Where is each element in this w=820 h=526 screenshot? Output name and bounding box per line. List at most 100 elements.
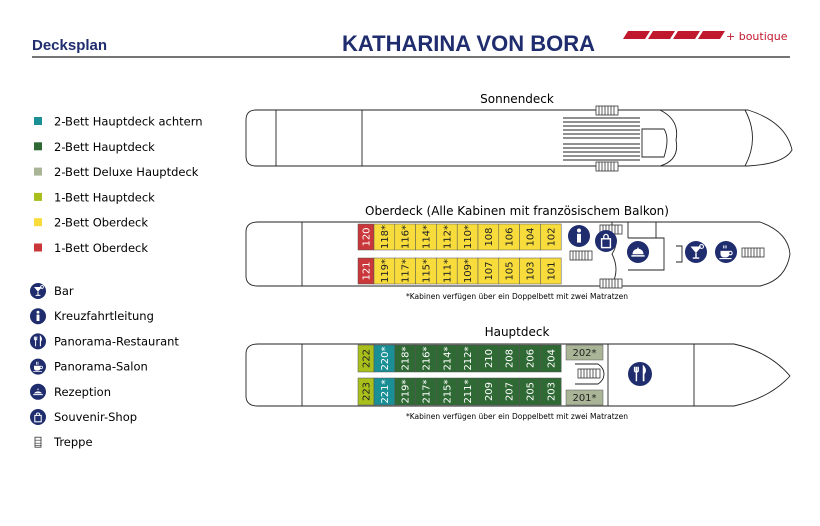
- cabin[interactable]: 112*: [436, 223, 458, 251]
- cabin-box: [540, 344, 562, 373]
- cabin[interactable]: 107: [477, 257, 500, 285]
- cabin[interactable]: 221*: [373, 377, 396, 406]
- cabin-number: 222: [362, 349, 373, 368]
- cabin[interactable]: 120: [357, 223, 375, 251]
- cabin[interactable]: 106: [498, 223, 520, 251]
- legend-item: 1-Bett Oberdeck: [34, 241, 148, 255]
- cabin-number: 119*: [380, 259, 391, 283]
- cabin[interactable]: 203: [540, 377, 562, 406]
- cabin[interactable]: 217*: [415, 377, 437, 406]
- cabin[interactable]: 223: [357, 377, 375, 406]
- shopping-bag-icon: [595, 230, 617, 252]
- cabin[interactable]: 218*: [394, 344, 416, 373]
- cabin[interactable]: 220*: [373, 344, 396, 373]
- legend-label: Panorama-Salon: [54, 360, 148, 374]
- cabin-number: 103: [526, 261, 537, 280]
- cabin-number: 116*: [401, 225, 412, 249]
- cabin-number: 205: [526, 382, 537, 401]
- cabin-number: 111*: [442, 259, 453, 283]
- cabin[interactable]: 214*: [436, 344, 458, 373]
- legend-label: Treppe: [53, 435, 93, 449]
- cabin[interactable]: 208: [498, 344, 520, 373]
- cabin[interactable]: 202*: [565, 344, 604, 361]
- cabin[interactable]: 103: [519, 257, 541, 285]
- cabin[interactable]: 117*: [394, 257, 416, 285]
- stairs-icon: [595, 161, 619, 172]
- cabin-number: 101: [546, 261, 557, 280]
- cabin[interactable]: 110*: [456, 223, 479, 251]
- cabin[interactable]: 205: [519, 377, 541, 406]
- cabin-number: 112*: [442, 225, 453, 249]
- cabin[interactable]: 211*: [456, 377, 479, 406]
- cabin[interactable]: 209: [477, 377, 500, 406]
- legend-swatch: [34, 167, 42, 176]
- reception-bell-icon: [30, 383, 46, 400]
- legend-item: 2-Bett Hauptdeck: [34, 140, 155, 154]
- cabin[interactable]: 216*: [415, 344, 437, 373]
- cabin[interactable]: 116*: [394, 223, 416, 251]
- brand-suffix: + boutique: [726, 30, 788, 43]
- cabin-box: [565, 344, 604, 361]
- legend-categories: 2-Bett Hauptdeck achtern 2-Bett Hauptdeck…: [34, 115, 203, 255]
- cabin-number: 120: [362, 227, 373, 246]
- cabin[interactable]: 222: [357, 344, 375, 373]
- reception-bell-icon: [627, 241, 649, 263]
- cabin[interactable]: 118*: [373, 223, 396, 251]
- cabin[interactable]: 215*: [436, 377, 458, 406]
- stairs-icon: [599, 278, 623, 289]
- brand-logo: [623, 31, 725, 39]
- hauptdeck-hull: [245, 343, 791, 407]
- cabin-number: 219*: [401, 379, 412, 403]
- cabin[interactable]: 109*: [456, 257, 479, 285]
- cabin[interactable]: 212*: [456, 344, 479, 373]
- info-icon: [568, 225, 590, 247]
- oberdeck-title: Oberdeck (Alle Kabinen mit französischem…: [365, 204, 669, 218]
- cabin[interactable]: 204: [540, 344, 562, 373]
- stairs-icon: [741, 247, 765, 258]
- stairs-icon: [577, 368, 601, 379]
- cabin[interactable]: 206: [519, 344, 541, 373]
- cabin[interactable]: 104: [519, 223, 541, 251]
- cabin-number: 207: [505, 382, 516, 401]
- legend-item: 1-Bett Hauptdeck: [34, 190, 155, 204]
- cabin[interactable]: 219*: [394, 377, 416, 406]
- cabin[interactable]: 114*: [415, 223, 437, 251]
- cabin[interactable]: 210: [477, 344, 500, 373]
- cabin-number: 105: [505, 261, 516, 280]
- cabin-number: 110*: [463, 225, 474, 249]
- cabin-number: 102: [546, 227, 557, 246]
- cabin-number: 121: [362, 261, 373, 280]
- cabin-number: 204: [546, 349, 557, 368]
- cabin-number: 218*: [401, 346, 412, 370]
- cabin[interactable]: 121: [357, 257, 375, 285]
- cabin[interactable]: 201*: [565, 389, 604, 406]
- legend-label: 2-Bett Deluxe Hauptdeck: [54, 165, 199, 179]
- cabin[interactable]: 115*: [415, 257, 437, 285]
- hauptdeck-title: Hauptdeck: [485, 325, 550, 339]
- cabin[interactable]: 101: [540, 257, 562, 285]
- legend-item: 2-Bett Hauptdeck achtern: [34, 115, 203, 129]
- sonnendeck-hull: [245, 109, 793, 167]
- cabin[interactable]: 105: [498, 257, 520, 285]
- legend-label: 2-Bett Hauptdeck achtern: [54, 115, 203, 129]
- cabin[interactable]: 111*: [436, 257, 458, 285]
- legend-facility: Souvenir-Shop: [30, 409, 137, 425]
- legend-swatch: [34, 117, 42, 125]
- cabin[interactable]: 207: [498, 377, 520, 406]
- legend-swatch: [34, 142, 42, 151]
- cabin-number: 217*: [422, 379, 433, 403]
- legend-label: 1-Bett Oberdeck: [54, 241, 148, 255]
- cabin-number: 215*: [442, 379, 453, 403]
- cabin[interactable]: 108: [477, 223, 500, 251]
- cabin[interactable]: 102: [540, 223, 562, 251]
- cabin-box: [540, 257, 562, 285]
- cabin-number: 117*: [401, 259, 412, 283]
- cabin-number: 109*: [463, 259, 474, 283]
- cabin[interactable]: 119*: [373, 257, 396, 285]
- cabin-number: 108: [484, 227, 495, 246]
- legend-swatch: [34, 218, 42, 227]
- cabin-number: 114*: [422, 225, 433, 249]
- cabin-number: 209: [484, 382, 495, 401]
